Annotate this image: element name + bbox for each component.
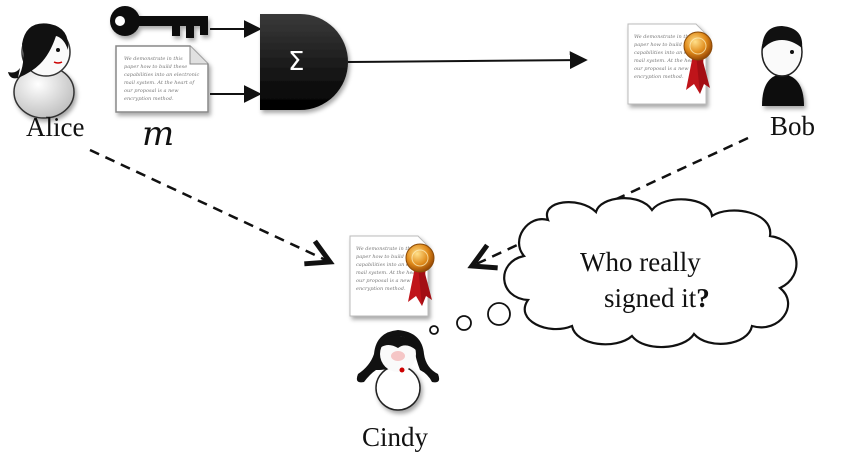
thought-bubble-line2: signed it?: [604, 283, 710, 313]
svg-text:capabilities into an electroni: capabilities into an electronic: [124, 72, 199, 78]
message-document-icon: We demonstrate in this paper how to buil…: [115, 45, 209, 113]
thought-bubble-line2-text: signed it: [604, 283, 697, 313]
gate-to-bob-arrow: [347, 51, 588, 70]
cindy-label: Cindy: [362, 422, 429, 452]
message-variable-label: m: [142, 114, 174, 154]
thought-bubble-question-mark: ?: [696, 283, 710, 313]
bob-signed-document-icon: [628, 24, 712, 104]
cindy-signed-document-icon: [350, 236, 434, 316]
cindy-icon: [356, 330, 440, 411]
key-icon: [110, 6, 208, 38]
thought-bubble: [429, 197, 798, 349]
svg-text:encryption method.: encryption method.: [124, 96, 174, 102]
alice-icon: [8, 23, 75, 119]
svg-text:We demonstrate in this: We demonstrate in this: [124, 56, 183, 62]
alice-label: Alice: [26, 112, 84, 142]
bob-label: Bob: [770, 111, 815, 141]
bob-icon: [761, 26, 804, 106]
svg-text:mail system. At the heart of: mail system. At the heart of: [124, 80, 195, 86]
thought-bubble-line1: Who really: [580, 247, 701, 277]
sign-gate-label: Σ: [288, 47, 304, 77]
alice-to-cindy-dashed-arrow: [89, 148, 330, 262]
svg-text:paper how to build these: paper how to build these: [124, 64, 187, 70]
sign-gate-icon: [260, 14, 348, 110]
svg-text:our proposal is a new: our proposal is a new: [124, 88, 179, 94]
